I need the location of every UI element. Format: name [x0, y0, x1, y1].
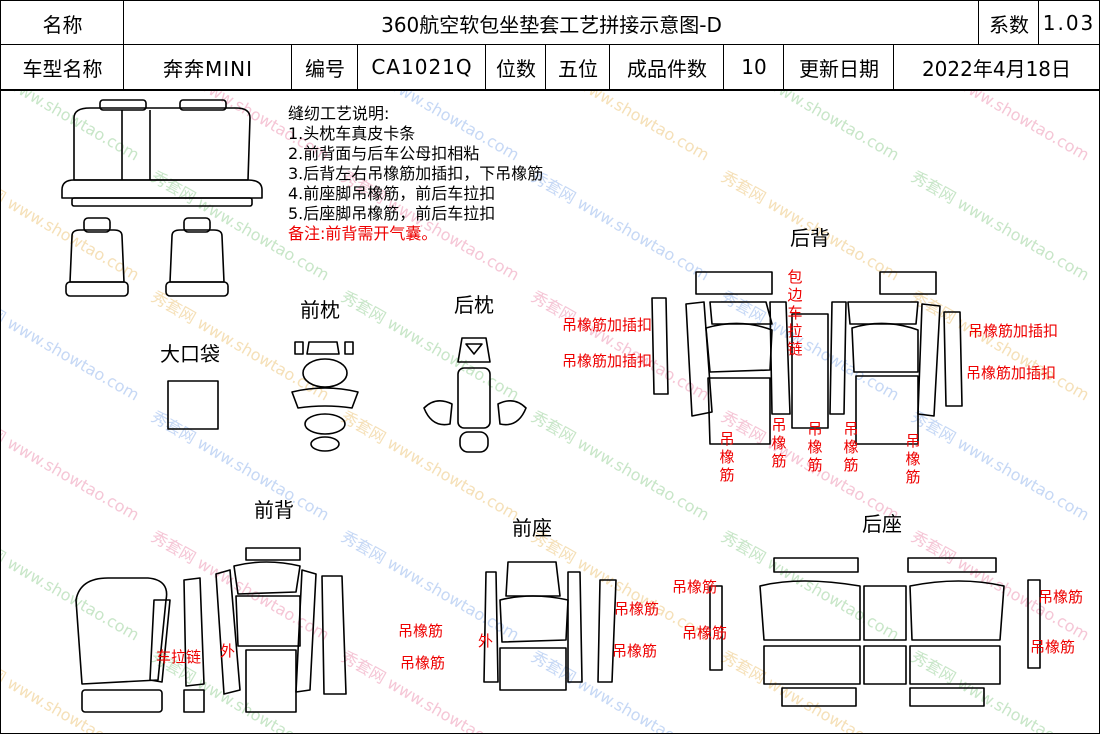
code-value: CA1021Q [357, 44, 487, 90]
section-rear-headrest: 后枕 [454, 293, 494, 317]
pieces-value: 10 [723, 44, 785, 90]
annotation-zipper: 车拉链 [156, 648, 202, 666]
notes-heading: 缝纫工艺说明: [288, 104, 390, 123]
annotation-edge-zipper: 包边车拉链 [787, 268, 803, 358]
section-rear-seat: 后座 [862, 512, 902, 536]
annotation-hang-elastic-v1: 吊橡筋 [719, 430, 735, 484]
note-item: 1.头枕车真皮卡条 [288, 124, 416, 143]
seat-overview-rear [61, 99, 263, 207]
annotation-elastic-insert-right-2: 吊橡筋加插扣 [966, 364, 1057, 382]
note-item: 4.前座脚吊橡筋，前后车拉扣 [288, 184, 496, 203]
annotation-hang-elastic-fs4: 吊橡筋 [612, 642, 658, 660]
note-item: 2.前背面与后车公母扣相粘 [288, 144, 480, 163]
big-pocket-piece [167, 380, 219, 430]
annotation-hang-elastic-v3: 吊橡筋 [807, 420, 823, 474]
date-value: 2022年4月18日 [893, 44, 1100, 90]
rear-seat-pieces [709, 557, 1041, 707]
sewing-notes: 缝纫工艺说明: 1.头枕车真皮卡条 2.前背面与后车公母扣相粘 3.后背左右吊橡… [288, 104, 543, 244]
annotation-hang-elastic-fs3: 吊橡筋 [614, 600, 660, 618]
annotation-elastic-insert-right-1: 吊橡筋加插扣 [968, 322, 1059, 340]
section-front-headrest: 前枕 [300, 298, 340, 322]
annotation-outer-front-seat: 外 [478, 632, 494, 650]
front-headrest-pieces [291, 341, 359, 452]
section-front-seat: 前座 [512, 516, 552, 540]
code-label: 编号 [291, 44, 359, 90]
front-seat-pieces [483, 561, 617, 691]
annotation-elastic-insert-left-2: 吊橡筋加插扣 [562, 352, 653, 370]
annotation-hang-elastic-rs2: 吊橡筋 [682, 624, 728, 642]
note-item: 5.后座脚吊橡筋，前后车拉扣 [288, 204, 496, 223]
front-back-pieces [75, 547, 347, 713]
name-label: 名称 [0, 0, 125, 46]
pieces-label: 成品件数 [609, 44, 725, 90]
section-rear-back: 后背 [790, 226, 830, 250]
seats-value: 五位 [545, 44, 611, 90]
model-label: 车型名称 [0, 44, 125, 90]
annotation-hang-elastic-v4: 吊橡筋 [843, 420, 859, 474]
rear-headrest-pieces [423, 337, 527, 453]
title-block: 名称 360航空软包坐垫套工艺拼接示意图-D 系数 1.03 车型名称 奔奔MI… [0, 0, 1100, 90]
annotation-hang-elastic-v5: 吊橡筋 [905, 432, 921, 486]
annotation-hang-elastic-rs1: 吊橡筋 [672, 578, 718, 596]
seat-overview-front [65, 217, 229, 297]
annotation-hang-elastic-v2: 吊橡筋 [771, 416, 787, 470]
coef-value: 1.03 [1038, 0, 1100, 46]
coef-label: 系数 [978, 0, 1040, 46]
notes-remark: 备注:前背需开气囊。 [288, 224, 438, 243]
annotation-hang-elastic-rs4: 吊橡筋 [1030, 638, 1076, 656]
section-big-pocket: 大口袋 [160, 342, 220, 366]
annotation-hang-elastic-fs1: 吊橡筋 [398, 622, 444, 640]
seats-label: 位数 [485, 44, 547, 90]
note-item: 3.后背左右吊橡筋加插扣，下吊橡筋 [288, 164, 544, 183]
drawing-title: 360航空软包坐垫套工艺拼接示意图-D [123, 0, 980, 46]
annotation-elastic-insert-left-1: 吊橡筋加插扣 [562, 316, 653, 334]
date-label: 更新日期 [783, 44, 895, 90]
section-front-back: 前背 [254, 498, 294, 522]
annotation-hang-elastic-fs2: 吊橡筋 [400, 654, 446, 672]
annotation-hang-elastic-rs3: 吊橡筋 [1038, 588, 1084, 606]
model-value: 奔奔MINI [123, 44, 293, 90]
rear-back-pieces [651, 271, 963, 445]
annotation-outer-front-back: 外 [220, 642, 236, 660]
